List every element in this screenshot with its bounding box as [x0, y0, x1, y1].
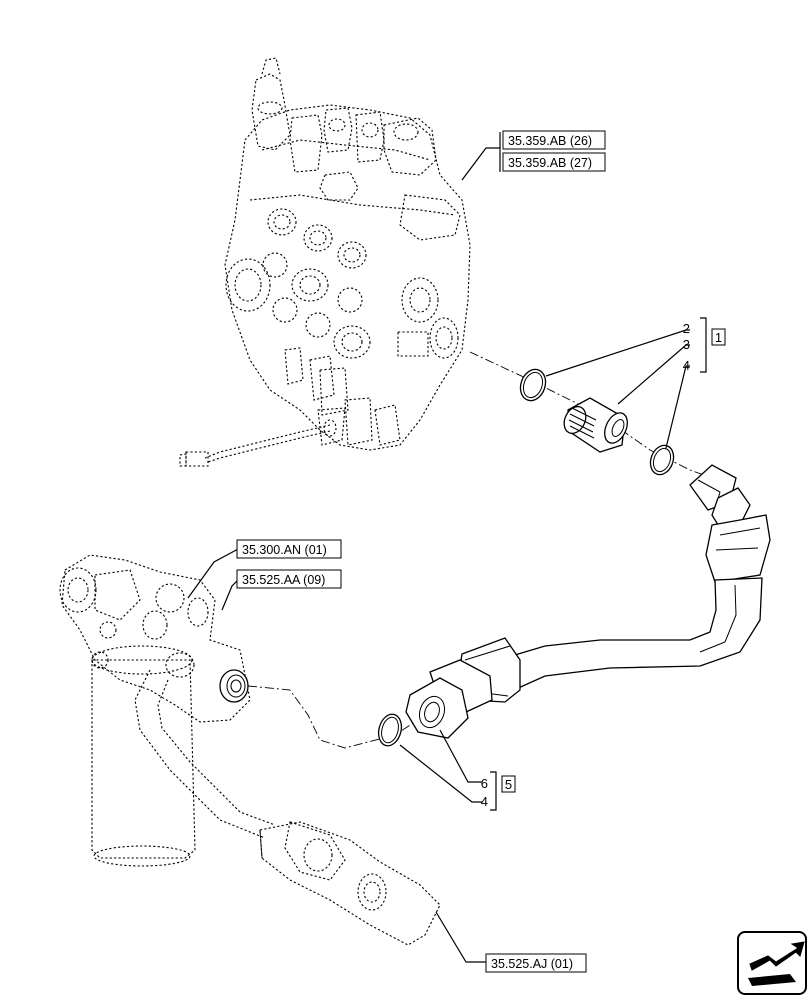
reference-labels: 35.359.AB (26) 35.359.AB (27) 35.300.AN …	[236, 130, 606, 973]
o-ring-lower	[377, 713, 403, 747]
callout-group-lower: 6 4 5	[481, 775, 516, 809]
leader-lines	[187, 132, 707, 963]
callout-group-upper: 2 3 4 1	[683, 321, 726, 373]
o-ring-middle	[649, 444, 675, 476]
callout-kit-1: 1	[715, 330, 722, 345]
callout-item-2: 2	[683, 321, 690, 336]
cooler-pipe-assembly	[134, 669, 441, 946]
o-ring-upper	[519, 368, 547, 402]
straight-adapter	[563, 397, 628, 453]
ref-label-filter-09: 35.525.AA (09)	[242, 573, 325, 587]
callout-item-3: 3	[683, 337, 690, 352]
ref-label-valve-27: 35.359.AB (27)	[508, 156, 592, 170]
navigation-arrow-icon[interactable]	[737, 931, 807, 995]
hydraulic-hose	[405, 464, 771, 739]
ref-label-valve-26: 35.359.AB (26)	[508, 134, 592, 148]
callout-item-4: 4	[683, 358, 690, 373]
callout-item-4-lower: 4	[481, 794, 488, 809]
callout-item-6: 6	[481, 776, 488, 791]
ref-label-filter-01: 35.300.AN (01)	[242, 543, 327, 557]
ref-label-cooler-01: 35.525.AJ (01)	[491, 957, 573, 971]
kit-box-5	[501, 775, 516, 793]
kit-box-1	[711, 328, 726, 346]
filter-assembly	[59, 554, 251, 867]
control-valve-assembly	[179, 57, 471, 467]
callout-kit-5: 5	[505, 777, 512, 792]
